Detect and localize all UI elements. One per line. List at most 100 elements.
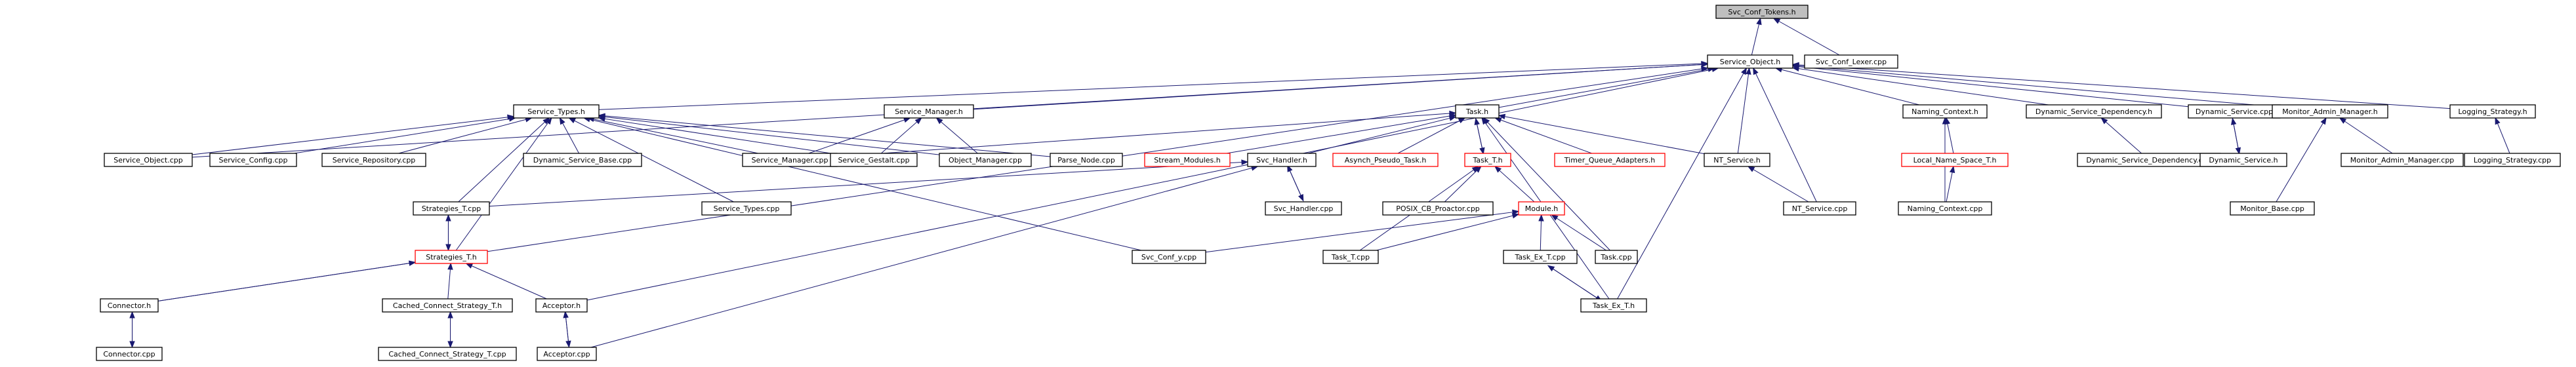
- node-logging-strategy-cpp[interactable]: Logging_Strategy.cpp: [2464, 153, 2561, 167]
- dependency-edge-strategies_t_h-to-connector_h: [157, 260, 417, 301]
- node-svc-conf-y-cpp[interactable]: Svc_Conf_y.cpp: [1132, 250, 1206, 264]
- node-service-manager-cpp[interactable]: Service_Manager.cpp: [742, 153, 838, 167]
- node-naming-context-cpp[interactable]: Naming_Context.cpp: [1898, 201, 1992, 216]
- node-task-t-h[interactable]: Task_T.h: [1464, 153, 1511, 167]
- node-monitor-admin-manager-h[interactable]: Monitor_Admin_Manager.h: [2272, 104, 2388, 119]
- dependency-edge-module_h-to-task_cpp: [1551, 214, 1606, 251]
- node-service-config-cpp[interactable]: Service_Config.cpp: [209, 153, 297, 167]
- node-label: Task_T.h: [1472, 156, 1502, 164]
- dependency-edge-service_object_h-to-dynamic_service_dependency_h: [1791, 66, 2049, 106]
- dependency-edge-service_object_h-to-service_types_h: [598, 60, 1709, 110]
- node-module-h[interactable]: Module.h: [1518, 201, 1565, 216]
- graph-edges: [129, 17, 2510, 349]
- node-task-ex-t-cpp[interactable]: Task_Ex_T.cpp: [1503, 250, 1578, 264]
- node-connector-h[interactable]: Connector.h: [100, 298, 159, 313]
- node-monitor-admin-manager-cpp[interactable]: Monitor_Admin_Manager.cpp: [2341, 153, 2464, 167]
- node-service-manager-h[interactable]: Service_Manager.h: [884, 104, 974, 119]
- node-label: Task_T.cpp: [1331, 253, 1370, 261]
- dependency-edge-service_object_h-to-logging_strategy_h: [1791, 62, 2451, 109]
- node-label: Cached_Connect_Strategy_T.h: [393, 301, 502, 310]
- node-label: Object_Manager.cpp: [949, 156, 1022, 164]
- dependency-edge-service_object_h-to-nt_service_h: [1737, 67, 1751, 154]
- node-label: Connector.cpp: [103, 350, 155, 358]
- node-nt-service-cpp[interactable]: NT_Service.cpp: [1783, 201, 1856, 216]
- dependency-edge-service_object_h-to-task_h: [1498, 66, 1715, 108]
- dependency-edge-service_object_h-to-task_ex_t_h: [1617, 67, 1748, 299]
- node-label: Service_Config.cpp: [219, 156, 288, 164]
- dependency-edge-service_object_h-to-acceptor_h: [586, 66, 1719, 301]
- dependency-edge-task_h-to-task_cpp: [1482, 117, 1610, 251]
- node-label: Dynamic_Service_Dependency.cpp: [2086, 156, 2211, 164]
- node-svc-handler-cpp[interactable]: Svc_Handler.cpp: [1265, 201, 1342, 216]
- dependency-edge-service_manager_h-to-service_gestalt_cpp: [881, 117, 922, 154]
- node-service-gestalt-cpp[interactable]: Service_Gestalt.cpp: [830, 153, 918, 167]
- node-label: NT_Service.cpp: [1792, 204, 1848, 213]
- node-object-manager-cpp[interactable]: Object_Manager.cpp: [939, 153, 1032, 167]
- node-task-h[interactable]: Task.h: [1455, 104, 1500, 119]
- node-label: Task_Ex_T.cpp: [1514, 253, 1565, 261]
- node-asynch-pseudo-task-h[interactable]: Asynch_Pseudo_Task.h: [1332, 153, 1439, 167]
- dependency-edge-service_types_h-to-object_manager_cpp: [598, 114, 940, 155]
- node-task-t-cpp[interactable]: Task_T.cpp: [1322, 250, 1379, 264]
- dependency-edge-module_h-to-svc_conf_y_cpp: [1205, 209, 1520, 253]
- node-task-cpp[interactable]: Task.cpp: [1595, 250, 1638, 264]
- node-label: Service_Repository.cpp: [333, 156, 416, 164]
- dependency-edge-service_types_h-to-service_object_cpp: [192, 114, 515, 155]
- node-service-object-cpp[interactable]: Service_Object.cpp: [104, 153, 193, 167]
- node-label: Naming_Context.h: [1912, 107, 1978, 116]
- node-service-repository-cpp[interactable]: Service_Repository.cpp: [321, 153, 426, 167]
- node-acceptor-h[interactable]: Acceptor.h: [535, 298, 588, 313]
- node-cached-connect-strategy-t-cpp[interactable]: Cached_Connect_Strategy_T.cpp: [378, 347, 517, 361]
- dependency-edge-task_t_h-to-module_h: [1494, 166, 1535, 203]
- node-cached-connect-strategy-t-h[interactable]: Cached_Connect_Strategy_T.h: [382, 298, 513, 313]
- node-label: Stream_Modules.h: [1154, 156, 1221, 164]
- node-strategies-t-cpp[interactable]: Strategies_T.cpp: [413, 201, 490, 216]
- node-dynamic-service-dependency-h[interactable]: Dynamic_Service_Dependency.h: [2026, 104, 2162, 119]
- dependency-edge-service_object_h-to-naming_context_h: [1774, 67, 1920, 106]
- node-acceptor-cpp[interactable]: Acceptor.cpp: [537, 347, 597, 361]
- dependency-edge-service_types_h-to-service_config_cpp: [294, 116, 516, 154]
- node-dynamic-service-dependency-cpp[interactable]: Dynamic_Service_Dependency.cpp: [2077, 153, 2221, 167]
- dependency-edge-task_ex_t_h-to-task_ex_t_cpp: [1547, 265, 1603, 302]
- dependency-edge-service_types_h-to-strategies_t_h: [455, 117, 552, 251]
- dependency-edge-svc_conf_tokens_h-to-svc_conf_lexer_cpp: [1772, 18, 1840, 56]
- node-label: Logging_Strategy.h: [2458, 107, 2527, 116]
- node-connector-cpp[interactable]: Connector.cpp: [96, 347, 163, 361]
- node-label: Naming_Context.cpp: [1908, 204, 1983, 213]
- node-label: Svc_Conf_y.cpp: [1141, 253, 1196, 261]
- node-local-name-space-t-h[interactable]: Local_Name_Space_T.h: [1901, 153, 2009, 167]
- node-label: Timer_Queue_Adapters.h: [1564, 156, 1655, 164]
- node-service-types-cpp[interactable]: Service_Types.cpp: [701, 201, 792, 216]
- node-svc-conf-tokens-h[interactable]: Svc_Conf_Tokens.h: [1715, 5, 1809, 19]
- node-dynamic-service-h[interactable]: Dynamic_Service.h: [2199, 153, 2287, 167]
- node-label: POSIX_CB_Proactor.cpp: [1396, 204, 1480, 213]
- node-strategies-t-h[interactable]: Strategies_T.h: [415, 250, 488, 264]
- dependency-edge-local_name_space_t_h-to-naming_context_cpp: [1946, 165, 1955, 203]
- dependency-edge-task_t_h-to-task_h: [1475, 118, 1485, 155]
- dependency-edge-logging_strategy_h-to-logging_strategy_cpp: [2495, 117, 2510, 154]
- node-label: Task_Ex_T.h: [1592, 301, 1635, 310]
- node-label: Acceptor.h: [542, 301, 581, 310]
- node-dynamic-service-base-cpp[interactable]: Dynamic_Service_Base.cpp: [523, 153, 642, 167]
- node-svc-handler-h[interactable]: Svc_Handler.h: [1247, 153, 1317, 167]
- node-dynamic-service-cpp[interactable]: Dynamic_Service.cpp: [2188, 104, 2281, 119]
- node-naming-context-h[interactable]: Naming_Context.h: [1902, 104, 1988, 119]
- dependency-edge-strategies_t_h-to-strategies_t_cpp: [445, 215, 451, 252]
- node-service-types-h[interactable]: Service_Types.h: [513, 104, 600, 119]
- node-stream-modules-h[interactable]: Stream_Modules.h: [1144, 153, 1231, 167]
- node-posix-cb-proactor-cpp[interactable]: POSIX_CB_Proactor.cpp: [1382, 201, 1494, 216]
- node-timer-queue-adapters-h[interactable]: Timer_Queue_Adapters.h: [1554, 153, 1666, 167]
- node-logging-strategy-h[interactable]: Logging_Strategy.h: [2449, 104, 2536, 119]
- node-service-object-h[interactable]: Service_Object.h: [1707, 54, 1793, 69]
- node-label: Parse_Node.cpp: [1057, 156, 1115, 164]
- dependency-edge-service_types_h-to-service_gestalt_cpp: [598, 116, 831, 154]
- node-svc-conf-lexer-cpp[interactable]: Svc_Conf_Lexer.cpp: [1804, 54, 1898, 69]
- node-label: Monitor_Admin_Manager.h: [2282, 107, 2378, 116]
- node-monitor-base-cpp[interactable]: Monitor_Base.cpp: [2230, 201, 2315, 216]
- node-nt-service-h[interactable]: NT_Service.h: [1704, 153, 1770, 167]
- dependency-edge-svc_handler_cpp-to-svc_handler_h: [1287, 165, 1304, 202]
- node-parse-node-cpp[interactable]: Parse_Node.cpp: [1050, 153, 1123, 167]
- node-label: Task.h: [1465, 107, 1488, 116]
- dependency-edge-monitor_admin_manager_h-to-monitor_base_cpp: [2276, 117, 2327, 203]
- node-task-ex-t-h[interactable]: Task_Ex_T.h: [1580, 298, 1647, 313]
